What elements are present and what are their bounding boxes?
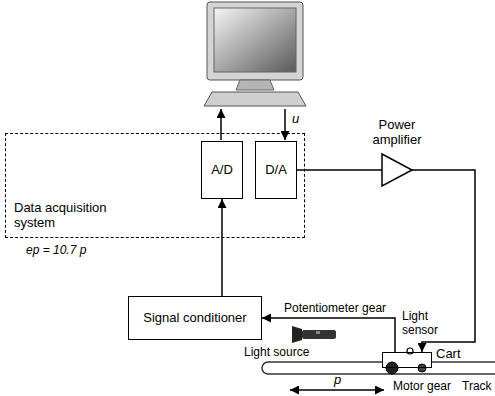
signal-line	[297, 169, 382, 171]
text-holder: Data acquisition system	[14, 200, 124, 231]
amplifier-outline	[382, 154, 412, 186]
keyboard	[204, 92, 306, 106]
monitor-stand	[236, 80, 274, 90]
signal-line	[221, 199, 223, 296]
cart-box: Cart	[382, 352, 432, 368]
light-sensor	[407, 348, 413, 354]
node-text: Data acquisition system	[14, 200, 124, 231]
converter-box: D/A	[255, 141, 297, 199]
motor-gear	[418, 364, 426, 372]
amplifier-triangle: Power amplifier	[382, 154, 412, 186]
text-holder: Cart	[436, 346, 461, 362]
part-label: Light source	[244, 345, 309, 359]
part-label: Light sensor	[402, 309, 446, 338]
node-text: Cart	[436, 346, 461, 362]
part-label: Track	[462, 379, 492, 393]
part-label: u	[292, 111, 299, 127]
potentiometer-gear	[386, 362, 398, 374]
amplifier-symbol	[382, 154, 412, 186]
process-box: Signal conditioner	[128, 296, 262, 340]
command-arrow	[284, 109, 286, 140]
acquisition-panel: Data acquisition system A/D D/A	[5, 133, 305, 238]
node-text: A/D	[211, 162, 233, 178]
node-text: D/A	[265, 162, 287, 178]
signal-label: ep = 10.7 p	[26, 243, 86, 257]
flashlight-head	[292, 326, 302, 343]
text-holder: Power amplifier	[365, 117, 429, 148]
node-text: Signal conditioner	[143, 310, 246, 326]
converter-box: A/D	[201, 141, 243, 199]
track	[262, 362, 495, 374]
monitor-screen	[214, 8, 296, 72]
monitor-bezel	[207, 2, 303, 80]
flashlight-body	[302, 330, 336, 339]
position-arrow	[290, 389, 384, 390]
part-label: p	[334, 372, 341, 388]
node-text: Power amplifier	[365, 117, 429, 148]
signal-label: Potentiometer gear	[284, 301, 386, 315]
part-label: Motor gear	[393, 379, 451, 393]
flashlight-switch	[316, 331, 320, 334]
data-arrow	[220, 109, 222, 140]
